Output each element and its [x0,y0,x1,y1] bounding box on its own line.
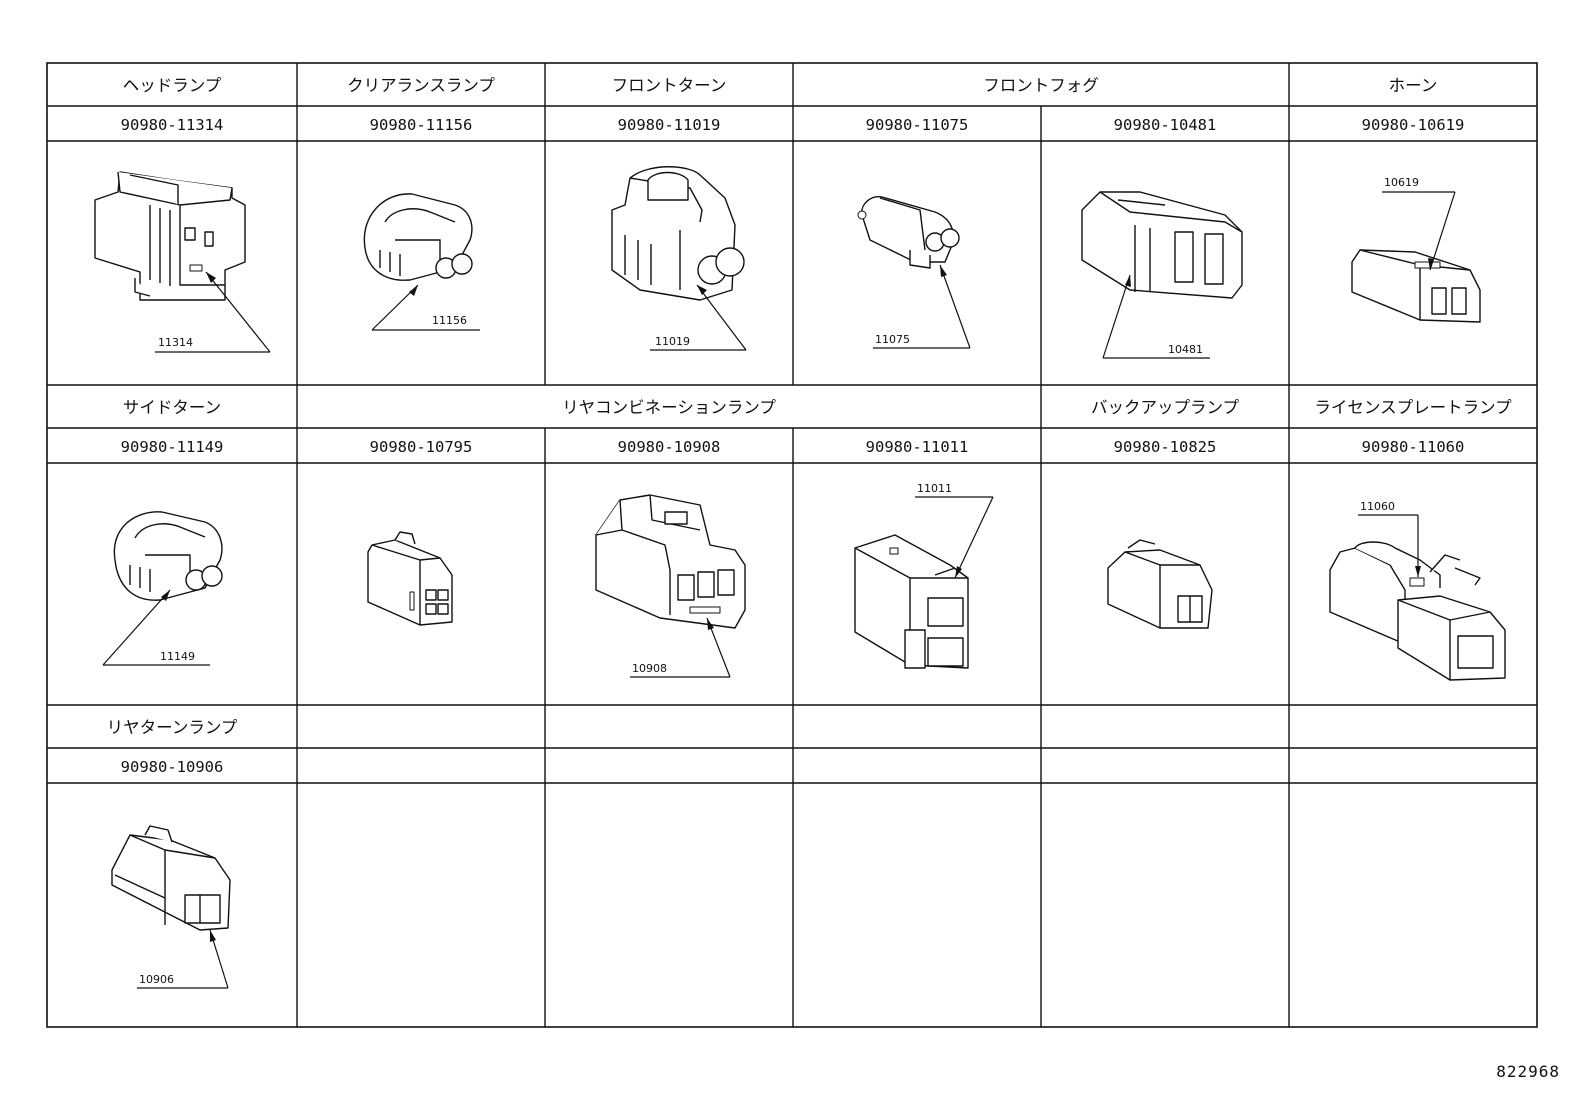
part-number: 90980-10481 [1114,116,1217,134]
part-number: 90980-10906 [121,758,224,776]
connector-11156-drawing [363,193,473,281]
connector-10908-drawing [595,494,746,629]
connector-11075-drawing [857,196,960,269]
part-number: 90980-10795 [370,438,473,456]
part-number: 90980-11011 [866,438,969,456]
part-number: 90980-11060 [1362,438,1465,456]
header-horn: ホーン [1389,76,1438,95]
connector-10481-drawing [1081,191,1243,299]
callout-11060: 11060 [1360,500,1395,513]
header-clearance-lamp: クリアランスランプ [347,76,495,95]
callout-10481: 10481 [1168,343,1203,356]
callout-11156: 11156 [432,314,467,327]
connector-10619-drawing [1351,249,1481,323]
header-front-fog: フロントフォグ [983,76,1099,95]
part-number: 90980-10619 [1362,116,1465,134]
connector-11019-drawing [611,166,745,301]
header-side-turn: サイドターン [123,398,221,417]
connector-11314-drawing [94,171,246,301]
connector-11149-drawing [113,511,223,601]
part-number: 90980-10825 [1114,438,1217,456]
callout-10906: 10906 [139,973,174,986]
header-license-plate-lamp: ライセンスプレートランプ [1314,398,1512,417]
part-number: 90980-11156 [370,116,473,134]
figure-number: 822968 [1496,1062,1560,1081]
header-rear-turn-lamp: リヤターンランプ [107,718,238,737]
callout-10619: 10619 [1384,176,1419,189]
part-number: 90980-11019 [618,116,721,134]
table-grid [46,62,1538,1028]
header-rear-combination-lamp: リヤコンビネーションランプ [562,398,776,417]
header-front-turn: フロントターン [612,76,727,95]
callout-11149: 11149 [160,650,195,663]
connector-10825-drawing [1107,539,1213,629]
callout-10908: 10908 [632,662,667,675]
callout-11011: 11011 [917,482,952,495]
part-number: 90980-11314 [121,116,224,134]
connector-10906-drawing [111,825,231,931]
header-back-up-lamp: バックアップランプ [1091,398,1240,417]
part-number: 90980-10908 [618,438,721,456]
part-number: 90980-11149 [121,438,224,456]
callout-11019: 11019 [655,335,690,348]
connector-10795-drawing [367,531,453,626]
header-head-lamp: ヘッドランプ [123,76,222,95]
callout-11314: 11314 [158,336,193,349]
callout-11075: 11075 [875,333,910,346]
connector-11060-drawing [1329,541,1506,681]
part-number: 90980-11075 [866,116,969,134]
connector-11011-drawing [854,534,969,669]
